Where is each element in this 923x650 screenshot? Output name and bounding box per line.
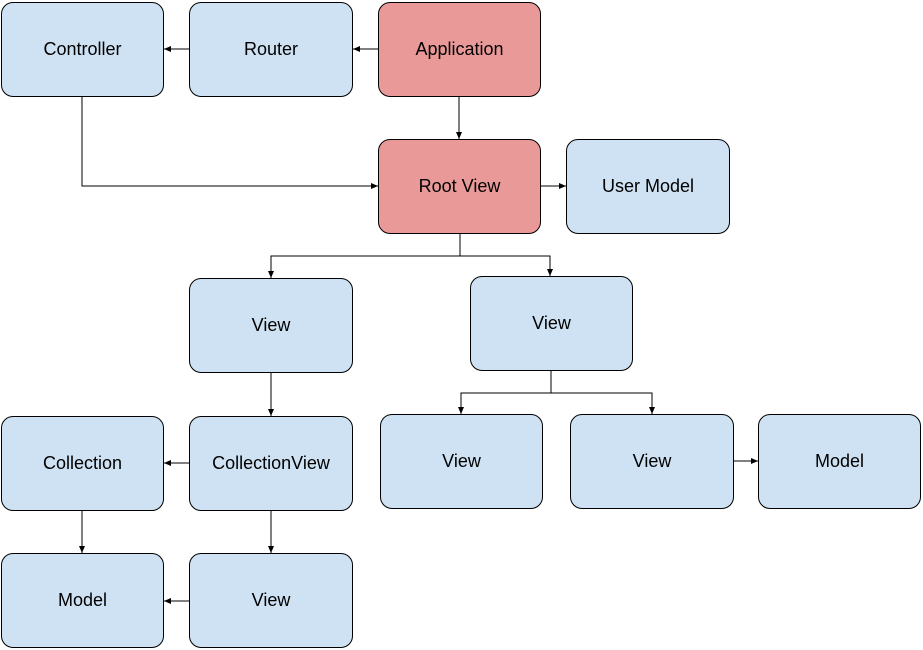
node-root-view-label: Root View	[418, 176, 501, 196]
node-model-bottom[interactable]: Model	[1, 553, 164, 648]
node-router[interactable]: Router	[189, 2, 353, 97]
node-application-label: Application	[415, 39, 504, 59]
node-view-right-label: View	[532, 313, 571, 333]
node-view-left-label: View	[251, 315, 291, 335]
node-view-bottom[interactable]: View	[189, 553, 353, 648]
node-view-mid[interactable]: View	[380, 414, 543, 509]
node-view-left[interactable]: View	[189, 278, 353, 373]
node-controller[interactable]: Controller	[1, 2, 164, 97]
node-view-mid2-label: View	[632, 451, 672, 471]
node-router-label: Router	[243, 39, 299, 59]
node-model-right-label: Model	[814, 451, 865, 471]
node-collection-view[interactable]: CollectionView	[189, 416, 353, 511]
node-user-model[interactable]: User Model	[566, 139, 730, 234]
node-view-mid-label: View	[442, 451, 481, 471]
node-collection-label: Collection	[42, 453, 123, 473]
node-model-right[interactable]: Model	[758, 414, 921, 509]
node-collection[interactable]: Collection	[1, 416, 164, 511]
node-view-right[interactable]: View	[470, 276, 633, 371]
node-controller-label: Controller	[43, 39, 122, 59]
node-application[interactable]: Application	[378, 2, 541, 97]
connector-controller-to-root-view	[81, 97, 378, 189]
connector-view-right-to-view-mid	[458, 371, 552, 414]
node-view-mid2[interactable]: View	[570, 414, 734, 509]
node-view-bottom-label: View	[251, 590, 291, 610]
node-root-view[interactable]: Root View	[378, 139, 541, 234]
connector-view-right-to-view-mid2	[550, 371, 655, 414]
connector-root-view-to-view-left	[268, 234, 461, 278]
connector-root-view-to-view-right	[459, 234, 553, 276]
node-model-bottom-label: Model	[57, 590, 108, 610]
node-collection-view-label: CollectionView	[212, 453, 330, 473]
node-user-model-label: User Model	[601, 176, 695, 196]
